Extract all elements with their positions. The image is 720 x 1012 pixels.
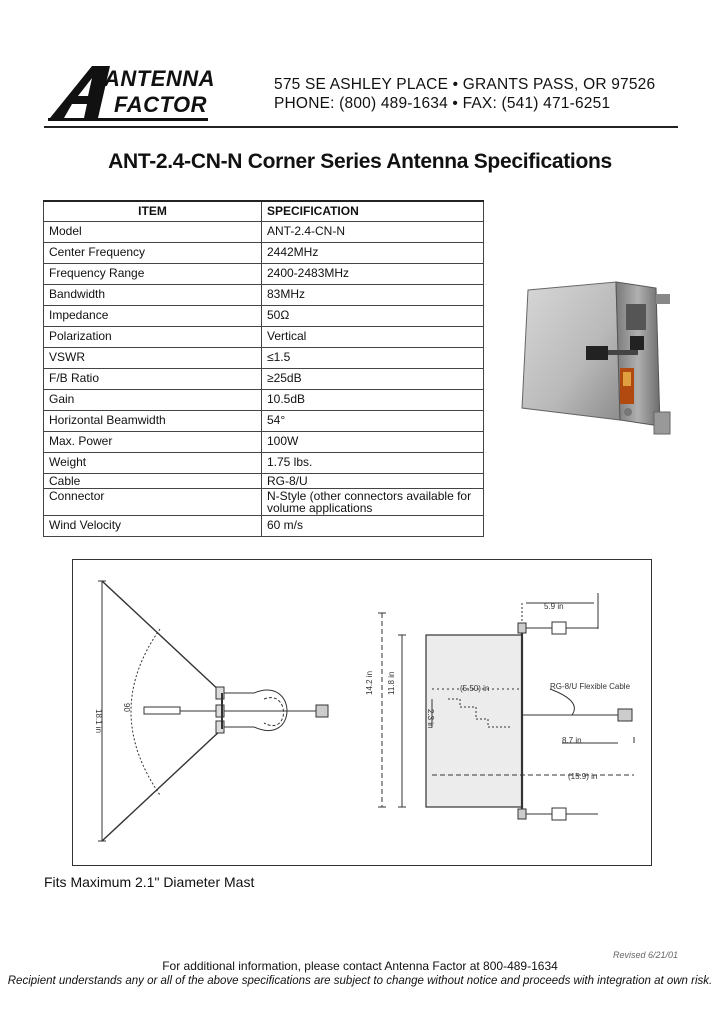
dim-cable-length: 8.7 in: [562, 736, 582, 745]
spec-value: N-Style (other connectors available for …: [260, 488, 485, 516]
dim-side-small: 2.3 in: [426, 709, 435, 729]
company-address: 575 SE ASHLEY PLACE • GRANTS PASS, OR 97…: [274, 76, 656, 93]
dim-width: (15.9) in: [568, 772, 597, 781]
spec-value: 1.75 lbs.: [260, 452, 485, 474]
spec-item: Model: [43, 221, 262, 243]
spec-item: VSWR: [43, 347, 262, 369]
page-title: ANT-2.4-CN-N Corner Series Antenna Speci…: [108, 150, 612, 173]
contact-line: For additional information, please conta…: [162, 959, 558, 973]
spec-value: 100W: [260, 431, 485, 453]
spec-item: Horizontal Beamwidth: [43, 410, 262, 432]
spec-item: Wind Velocity: [43, 515, 262, 537]
dim-top-width: 5.9 in: [544, 602, 564, 611]
dim-height-outer: 14.2 in: [365, 671, 374, 695]
spec-item: Weight: [43, 452, 262, 474]
header-specification: SPECIFICATION: [260, 200, 485, 222]
mast-note: Fits Maximum 2.1" Diameter Mast: [44, 874, 255, 890]
spec-value: 2400-2483MHz: [260, 263, 485, 285]
logo-line2: FACTOR: [114, 92, 207, 117]
table-row: F/B Ratio≥25dB: [43, 368, 485, 390]
spec-value: Vertical: [260, 326, 485, 348]
dim-height-inner: 11.8 in: [387, 672, 396, 695]
spec-value: 54°: [260, 410, 485, 432]
company-phone-fax: PHONE: (800) 489-1634 • FAX: (541) 471-6…: [274, 95, 611, 112]
dim-overall-height: 18.1 in: [94, 709, 103, 733]
spec-item: F/B Ratio: [43, 368, 262, 390]
spec-value: ≥25dB: [260, 368, 485, 390]
spec-value: 50Ω: [260, 305, 485, 327]
disclaimer: Recipient understands any or all of the …: [7, 975, 713, 987]
spec-value: ≤1.5: [260, 347, 485, 369]
cable-label: RG-8/U Flexible Cable: [550, 682, 631, 691]
spec-item: Connector: [43, 488, 262, 516]
spec-item: Polarization: [43, 326, 262, 348]
spec-item: Cable: [43, 473, 262, 489]
spec-value: 10.5dB: [260, 389, 485, 411]
header-rule: [44, 126, 678, 128]
table-row: VSWR≤1.5: [43, 347, 485, 369]
revision-date: Revised 6/21/01: [612, 950, 678, 960]
logo-line1: ANTENNA: [103, 66, 215, 91]
spec-item: Bandwidth: [43, 284, 262, 306]
drawing-frame: [72, 559, 652, 866]
spec-table-header: ITEM SPECIFICATION: [43, 200, 485, 222]
spec-item: Center Frequency: [43, 242, 262, 264]
spec-item: Frequency Range: [43, 263, 262, 285]
spec-value: 83MHz: [260, 284, 485, 306]
spec-item: Gain: [43, 389, 262, 411]
dim-inner-width: (5.50) in: [460, 684, 489, 693]
spec-value: 2442MHz: [260, 242, 485, 264]
spec-value: RG-8/U: [260, 473, 485, 489]
spec-item: Max. Power: [43, 431, 262, 453]
spec-value: 60 m/s: [260, 515, 485, 537]
spec-item: Impedance: [43, 305, 262, 327]
antenna-product-photo: [521, 281, 671, 435]
dim-angle: 90: [122, 703, 131, 712]
spec-value: ANT-2.4-CN-N: [260, 221, 485, 243]
mechanical-drawing: 18.1 in 90 5.9 in (5.50) in RG-8/U Flexi…: [94, 580, 635, 842]
antenna-factor-logo: ANTENNA FACTOR: [48, 66, 215, 121]
header-item: ITEM: [43, 200, 262, 222]
